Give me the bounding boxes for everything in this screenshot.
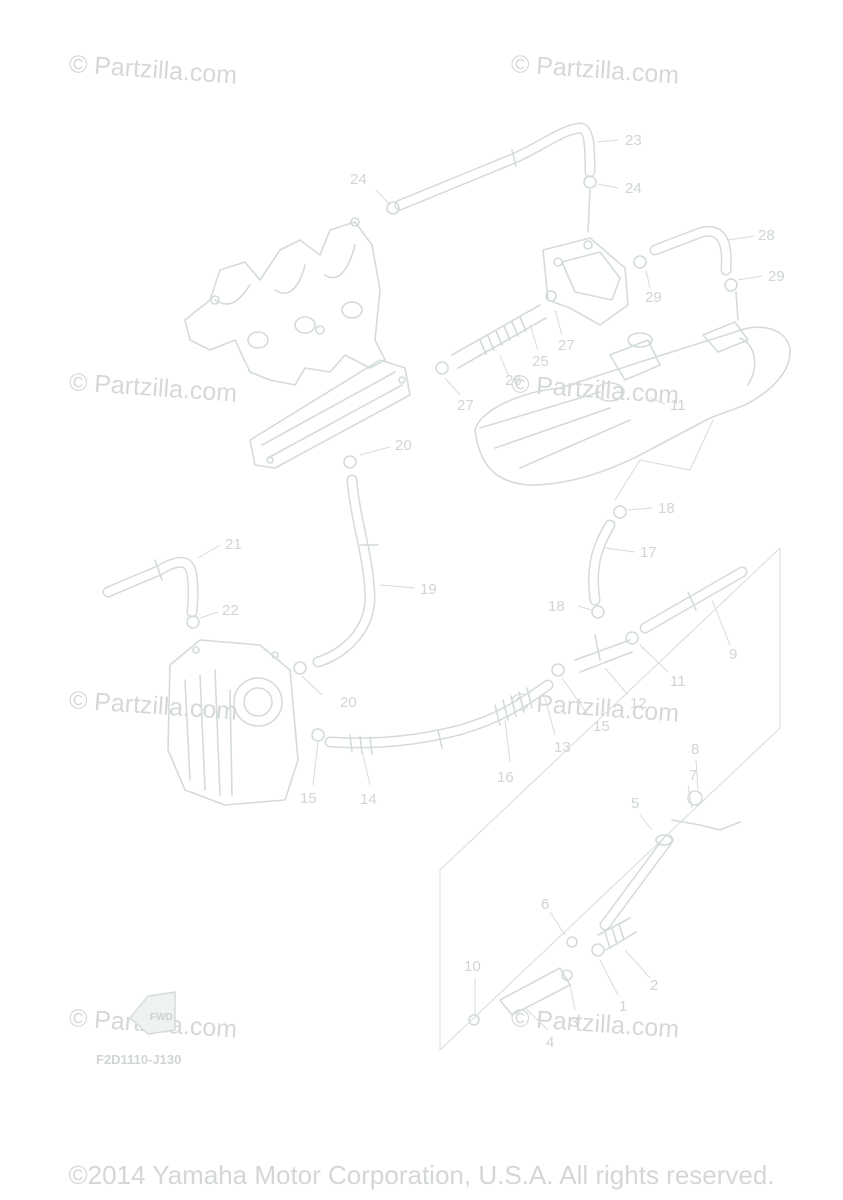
callout: 7 (689, 767, 697, 784)
callout: 16 (497, 769, 514, 786)
hose-25-26 (451, 290, 557, 369)
callout: 25 (532, 353, 549, 370)
clamp-6 (566, 936, 578, 948)
clamp-22 (186, 615, 200, 629)
callout: 12 (630, 695, 647, 712)
clamp-15 (311, 728, 325, 742)
callout: 29 (645, 289, 662, 306)
clamp-15 (551, 663, 565, 677)
clamp-24 (583, 175, 597, 189)
leader-lines (197, 139, 763, 1031)
svg-text:FWD: FWD (150, 1012, 173, 1023)
callout: 19 (420, 581, 437, 598)
callout-labels: 23 24 24 28 29 29 27 25 26 27 20 11 18 1… (222, 132, 785, 1051)
fwd-arrow: FWD (129, 991, 176, 1035)
callout: 15 (593, 718, 610, 735)
clamp-18 (591, 605, 605, 619)
clamp-18 (613, 505, 627, 519)
callout: 20 (395, 437, 412, 454)
sub-diagram-frame (439, 546, 781, 1052)
callout: 8 (691, 741, 699, 758)
callout: 15 (300, 790, 317, 807)
clamp-3 (561, 969, 573, 981)
callout: 20 (340, 694, 357, 711)
clamp-24 (386, 201, 400, 215)
callout: 21 (225, 536, 242, 553)
callout: 9 (729, 646, 737, 663)
callout: 11 (670, 397, 686, 414)
callout: 24 (625, 180, 642, 197)
callout: 2 (650, 977, 658, 994)
callout: 18 (548, 598, 565, 615)
callout: 14 (360, 791, 377, 808)
engine-block (167, 639, 299, 806)
clamp-10 (468, 1014, 480, 1026)
callout: 10 (464, 958, 481, 975)
callout: 1 (619, 998, 627, 1015)
hose-2 (597, 917, 637, 951)
callout: 6 (541, 896, 549, 913)
callout: 11 (670, 673, 686, 690)
water-jacket-pipe (249, 359, 411, 469)
callout: 5 (631, 795, 639, 812)
callout: 28 (758, 227, 775, 244)
clamp-29 (724, 278, 738, 292)
callout: 23 (625, 132, 642, 149)
callout: 26 (505, 372, 522, 389)
pipe-1 (591, 943, 605, 957)
callout: 27 (457, 397, 474, 414)
clamp-27 (435, 361, 449, 375)
joint-12 (574, 634, 633, 673)
callout: 29 (768, 268, 785, 285)
callout: 4 (546, 1034, 554, 1051)
exhaust-manifold (184, 217, 386, 386)
callout: 3 (570, 1014, 578, 1031)
grommet-8 (687, 790, 703, 806)
muffler-assembly (474, 321, 791, 486)
clamp-20 (343, 455, 357, 469)
copyright-notice: ©2014 Yamaha Motor Corporation, U.S.A. A… (68, 1160, 775, 1190)
clamp-20 (293, 661, 307, 675)
callout: 22 (222, 602, 239, 619)
diagram-code: F2D1110-J130 (96, 1052, 182, 1067)
callout: 27 (558, 337, 575, 354)
clamp-11 (625, 631, 639, 645)
bracket-7 (671, 819, 741, 831)
callout: 24 (350, 171, 367, 188)
callout: 13 (554, 739, 571, 756)
clamp-29 (633, 255, 647, 269)
callout: 17 (640, 544, 657, 561)
joint-4 (499, 967, 571, 1016)
callout: 18 (658, 500, 675, 517)
